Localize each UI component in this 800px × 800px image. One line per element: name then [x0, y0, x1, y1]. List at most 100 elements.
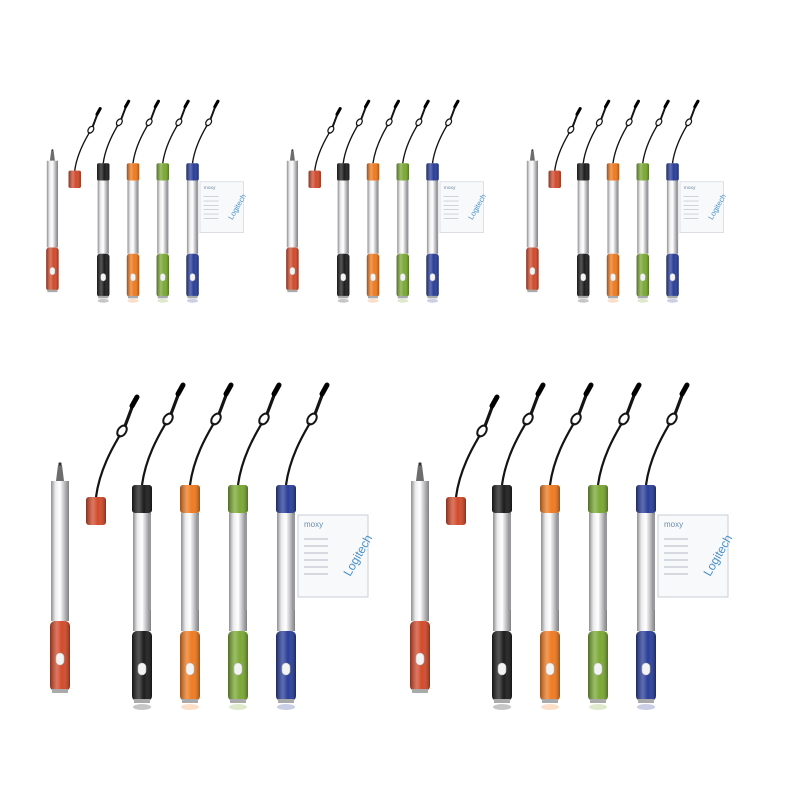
detached-cap	[86, 394, 140, 525]
dust-plug-tip	[175, 382, 186, 397]
dust-plug-tip	[223, 382, 234, 397]
lanyard-cord	[642, 124, 659, 164]
led-button	[370, 273, 376, 282]
led-button	[49, 267, 56, 275]
stylus-pen	[666, 99, 700, 303]
detached-cap	[308, 107, 342, 188]
dust-plug-tip	[393, 99, 400, 109]
led-glow	[541, 704, 559, 710]
pen-barrel	[97, 180, 109, 254]
dust-plug-tip	[633, 99, 640, 109]
lanyard-cord	[582, 124, 599, 164]
pen-end-ring	[427, 295, 438, 299]
pen-barrel	[186, 180, 199, 254]
lanyard-cord	[94, 434, 121, 498]
pen-clip	[616, 181, 619, 241]
detached-cap	[446, 394, 500, 525]
pen-clip	[556, 515, 559, 610]
led-button	[400, 273, 406, 282]
pen-end-ring	[578, 295, 589, 299]
pen-end-ring	[47, 289, 58, 293]
stylus-pen	[636, 382, 690, 710]
pen-cap-shade	[366, 163, 380, 181]
pen-cap-shade	[126, 163, 140, 181]
pen-barrel	[589, 513, 607, 631]
dust-plug-tip	[319, 382, 330, 397]
dust-plug-tip	[575, 107, 582, 116]
pen-barrel	[397, 180, 409, 254]
detached-cap	[548, 107, 582, 188]
pen-end-ring	[52, 689, 68, 693]
led-glow	[426, 298, 439, 303]
pen-end-ring	[278, 699, 294, 703]
pen-end-ring	[98, 295, 109, 299]
led-button	[610, 273, 616, 282]
card-brand-text: moxy	[684, 186, 696, 191]
pen-barrel	[541, 513, 559, 631]
lanyard-cord	[102, 124, 119, 164]
pen-barrel	[46, 160, 58, 248]
lanyard-cord	[236, 422, 263, 486]
pen-cap-shade	[666, 163, 679, 181]
pen-clip	[376, 181, 379, 241]
pen-barrel	[526, 160, 538, 248]
pen-end-ring	[527, 289, 538, 293]
pen-barrel	[181, 513, 199, 631]
tip-point	[418, 462, 422, 466]
pen-end-ring	[412, 689, 428, 693]
pen-end-ring	[638, 699, 654, 703]
cap-shade	[308, 170, 321, 188]
pen-clip	[148, 515, 151, 610]
lanyard-cord	[454, 434, 481, 498]
dust-plug-tip	[489, 394, 500, 409]
led-glow	[607, 298, 619, 303]
led-button	[669, 273, 676, 282]
pen-cap-shade	[492, 485, 512, 513]
pen-clip	[244, 515, 247, 610]
led-button	[340, 273, 346, 282]
pen-end-ring	[338, 295, 349, 299]
pen-end-ring	[287, 289, 298, 293]
led-button	[289, 267, 296, 275]
pen-barrel	[367, 180, 379, 254]
pen-barrel	[607, 180, 619, 254]
dust-plug-tip	[693, 99, 700, 109]
pen-end-ring	[187, 295, 198, 299]
dust-plug-tip	[124, 99, 131, 109]
card-paper	[679, 181, 724, 233]
dust-plug-tip	[679, 382, 690, 397]
pen-end-ring	[608, 295, 618, 299]
stylus-pen	[156, 99, 190, 303]
card-brand-text: moxy	[444, 186, 456, 191]
led-button	[189, 273, 196, 282]
pen-cap-shade	[97, 163, 110, 181]
led-button	[415, 652, 425, 666]
pen-end-ring	[542, 699, 558, 703]
ballpoint-tip	[49, 150, 55, 161]
lanyard-cord	[132, 124, 149, 164]
led-glow	[589, 704, 607, 710]
lanyard-cord	[140, 422, 167, 486]
cap-shade	[68, 170, 81, 188]
dust-plug-tip	[95, 107, 102, 116]
led-glow	[229, 704, 247, 710]
lanyard-cord	[554, 131, 571, 171]
led-button	[529, 267, 536, 275]
lanyard-cord	[74, 131, 91, 171]
pen-clip	[646, 181, 649, 241]
dust-plug-tip	[364, 99, 371, 109]
led-glow	[337, 298, 349, 303]
pen-barrel	[337, 180, 349, 254]
pen-cap-shade	[337, 163, 350, 181]
pen-clip	[406, 181, 409, 241]
pen-barrel	[133, 513, 151, 631]
cap-shade	[446, 497, 466, 525]
pen-clip	[196, 181, 199, 241]
lanyard-cord	[191, 124, 208, 164]
